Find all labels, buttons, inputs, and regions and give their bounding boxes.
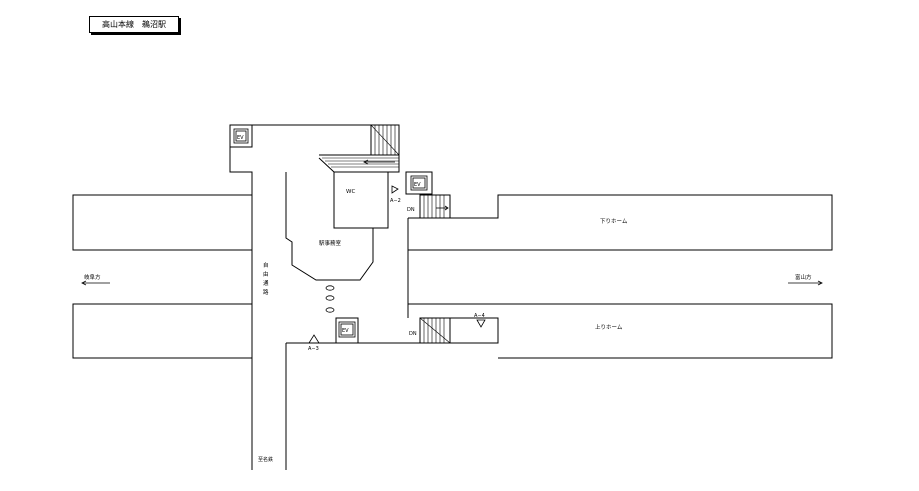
- left-platform-upper: [72, 194, 253, 251]
- dn-label: DN: [407, 207, 415, 213]
- pillar-icon: [325, 307, 335, 313]
- exit-a3-label: A−3: [308, 346, 319, 352]
- free-passage-label-2: 由: [263, 270, 269, 278]
- station-office-outline: [285, 172, 389, 281]
- elevator-icon: [338, 321, 356, 338]
- exit-a4-icon: [476, 319, 486, 328]
- left-platform-lower: [72, 303, 253, 359]
- free-passage-label-3: 通: [263, 279, 269, 287]
- platform-down-label: 下りホーム: [600, 218, 628, 225]
- ev-label: EV: [237, 135, 244, 141]
- pillar-icon: [325, 295, 335, 301]
- wc-room-outline: [333, 172, 373, 229]
- pillar-icon: [325, 285, 335, 291]
- stairs-to-up-platform: [419, 317, 451, 344]
- exit-a4-label: A−4: [474, 313, 485, 319]
- passage-wall-left: [229, 124, 400, 470]
- elevator-icon: [233, 128, 249, 144]
- toyama-direction-label: 富山方: [795, 273, 812, 281]
- exit-a2-icon: [391, 185, 399, 194]
- platform-up-outline: [408, 303, 833, 359]
- free-passage-label-4: 路: [263, 288, 269, 296]
- elevator-icon: [410, 175, 428, 191]
- gifu-direction-label: 岐阜方: [84, 273, 101, 281]
- station-title: 高山本線 鵜沼駅: [89, 16, 179, 33]
- wc-label: WC: [346, 189, 355, 195]
- station-office-label: 駅事務室: [319, 239, 342, 247]
- free-passage-label-1: 自: [263, 261, 269, 269]
- platform-up-label: 上りホーム: [595, 323, 623, 331]
- ev-label: EV: [414, 182, 421, 188]
- stairs-to-down-platform: [419, 194, 451, 219]
- dn-label: DN: [409, 331, 417, 337]
- exit-a2-label: A−2: [390, 198, 401, 204]
- lower-concourse-wall: [286, 317, 499, 344]
- exit-a3-icon: [308, 334, 320, 344]
- upper-ramp: [318, 154, 400, 173]
- ev-label: EV: [342, 328, 349, 334]
- meitetsu-label: 至名鉄: [258, 456, 273, 463]
